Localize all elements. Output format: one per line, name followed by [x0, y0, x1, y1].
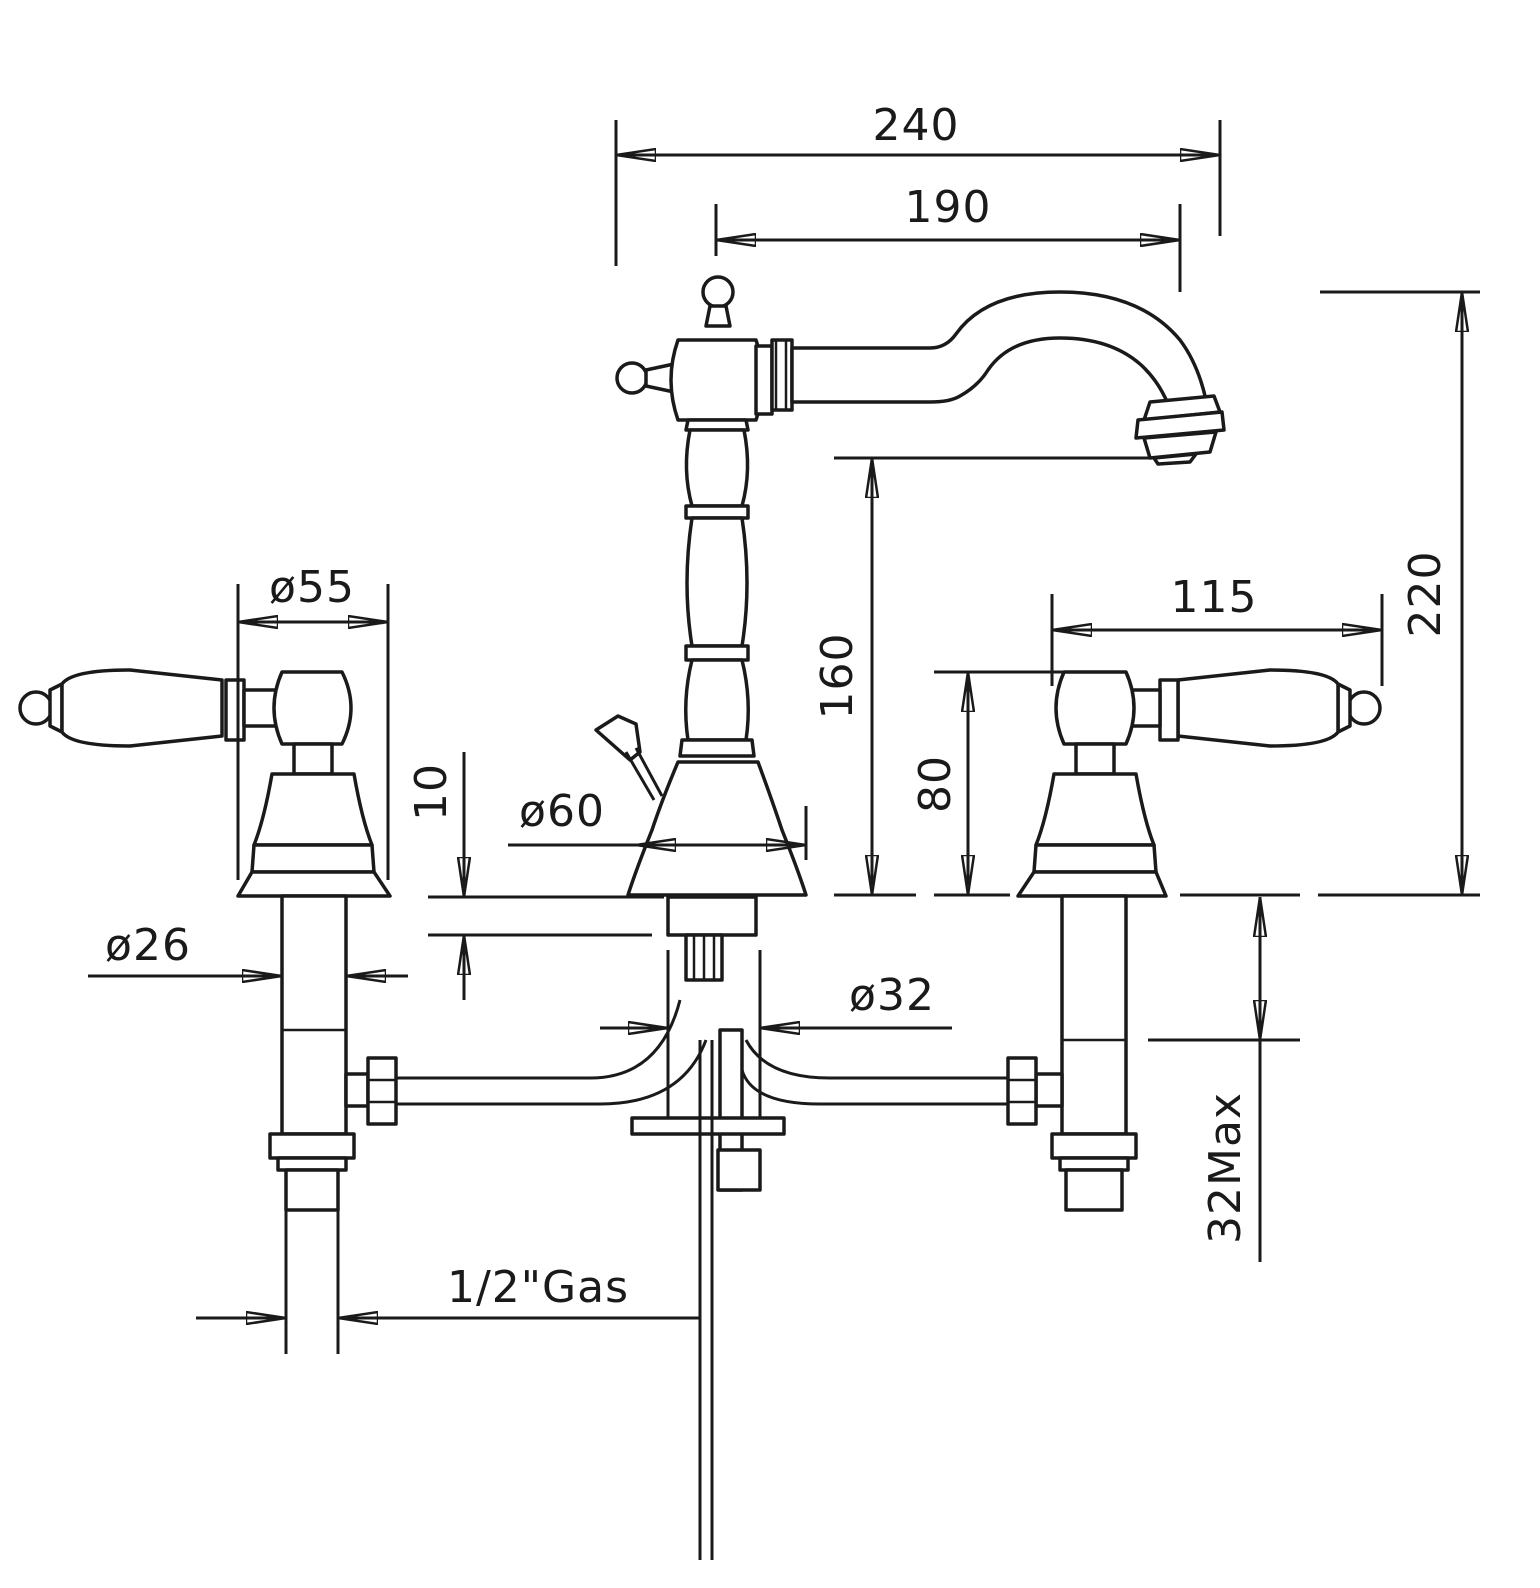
- dim-base-thickness: 10: [406, 763, 457, 821]
- dim-connection-thread: 1/2"Gas: [447, 1262, 629, 1313]
- dim-max-deck-thickness: 32Max: [1200, 1092, 1251, 1244]
- dimension-labels: 240 190 115 ø55 ø60 ø26 ø32 1/2"Gas 220 …: [105, 100, 1451, 1313]
- right-handle-valve: [1006, 668, 1382, 1212]
- dim-spout-base-diameter: ø60: [519, 786, 605, 837]
- dim-overall-width: 240: [873, 100, 960, 151]
- left-handle-valve: [18, 668, 398, 1212]
- dim-handle-spacing: 115: [1171, 572, 1258, 623]
- dim-total-height: 220: [1400, 551, 1451, 638]
- flex-hoses: [396, 999, 1008, 1106]
- dim-spout-shank-diameter: ø32: [849, 970, 935, 1021]
- dim-spout-height: 160: [812, 633, 863, 720]
- dim-handle-base-diameter: ø55: [269, 562, 355, 613]
- dim-handle-height: 80: [910, 755, 961, 813]
- dim-spout-reach: 190: [905, 182, 992, 233]
- dim-handle-shank-diameter: ø26: [105, 920, 191, 971]
- faucet-outline: [18, 275, 1382, 1560]
- dimension-lines: [88, 120, 1480, 1354]
- spout-column: [594, 275, 1226, 1560]
